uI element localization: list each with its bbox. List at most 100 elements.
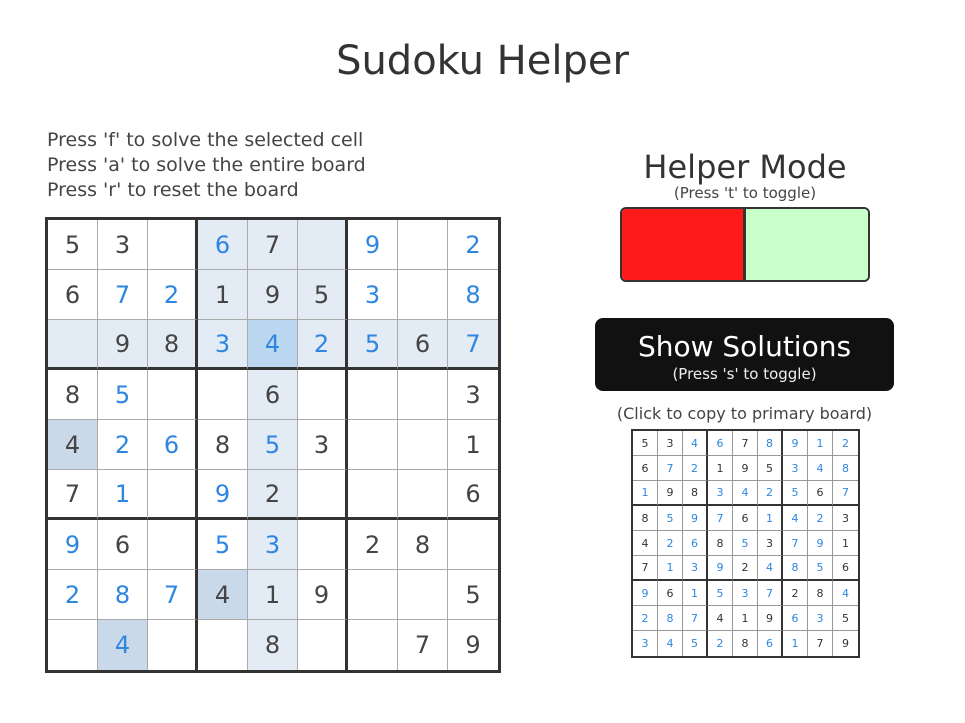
board-cell[interactable]: 5 [448,570,498,620]
board-cell[interactable] [348,370,398,420]
solution-cell[interactable]: 4 [833,581,858,606]
board-cell[interactable] [348,420,398,470]
solution-cell[interactable]: 9 [758,606,783,631]
solution-cell[interactable]: 6 [683,531,708,556]
board-cell[interactable]: 3 [198,320,248,370]
board-cell[interactable]: 2 [298,320,348,370]
solution-cell[interactable]: 3 [633,631,658,656]
solution-cell[interactable]: 9 [733,456,758,481]
board-cell[interactable]: 1 [448,420,498,470]
helper-mode-off-segment[interactable] [622,209,746,280]
board-cell[interactable]: 7 [148,570,198,620]
solution-cell[interactable]: 9 [842,637,849,650]
solution-cell[interactable]: 8 [708,531,733,556]
board-cell[interactable] [348,570,398,620]
solution-cell[interactable]: 1 [683,581,708,606]
board-cell[interactable]: 8 [198,420,248,470]
show-solutions-button[interactable]: Show Solutions (Press 's' to toggle) [595,318,894,391]
board-cell[interactable]: 6 [248,370,298,420]
solution-cell[interactable]: 7 [808,631,833,656]
solution-cell[interactable]: 9 [783,431,808,456]
board-cell[interactable]: 7 [448,320,498,370]
solution-cell[interactable]: 4 [733,481,758,506]
solution-cell[interactable]: 6 [708,431,733,456]
solution-cell[interactable]: 9 [708,556,733,581]
solution-cell[interactable]: 4 [758,556,783,581]
solution-cell[interactable]: 7 [633,556,658,581]
board-cell[interactable]: 8 [148,320,198,370]
board-cell[interactable] [48,620,98,670]
board-cell[interactable]: 6 [98,520,148,570]
board-cell[interactable] [398,370,448,420]
board-cell[interactable]: 7 [248,220,298,270]
solution-cell[interactable]: 6 [808,481,833,506]
board-cell[interactable]: 5 [48,220,98,270]
board-cell[interactable]: 8 [398,520,448,570]
board-cell[interactable] [298,520,348,570]
board-cell[interactable]: 7 [398,620,448,670]
board-cell[interactable]: 4 [48,420,98,470]
solution-cell[interactable]: 9 [658,481,683,506]
board-cell[interactable] [398,270,448,320]
board-cell[interactable] [148,370,198,420]
solution-cell[interactable]: 7 [733,431,758,456]
board-cell[interactable]: 4 [98,620,148,670]
solution-cell[interactable]: 7 [833,481,858,506]
board-cell[interactable]: 8 [98,570,148,620]
solution-cell[interactable]: 7 [758,581,783,606]
board-cell[interactable] [298,620,348,670]
board-cell[interactable]: 2 [148,270,198,320]
board-cell[interactable] [298,370,348,420]
board-cell[interactable] [448,520,498,570]
solution-cell[interactable]: 6 [783,606,808,631]
board-cell[interactable] [348,470,398,520]
board-cell[interactable]: 5 [348,320,398,370]
board-cell[interactable] [348,620,398,670]
board-cell[interactable]: 5 [98,370,148,420]
board-cell[interactable]: 3 [348,270,398,320]
solution-cell[interactable]: 8 [758,431,783,456]
board-cell[interactable]: 9 [98,320,148,370]
board-cell[interactable]: 4 [248,320,298,370]
board-cell[interactable]: 2 [248,470,298,520]
solution-cell[interactable]: 8 [733,631,758,656]
board-cell[interactable]: 5 [248,420,298,470]
solution-cell[interactable]: 2 [733,556,758,581]
board-cell[interactable]: 8 [48,370,98,420]
solution-cell[interactable]: 7 [683,606,708,631]
helper-mode-toggle[interactable] [620,207,870,282]
board-cell[interactable] [148,220,198,270]
solution-cell[interactable]: 8 [808,581,833,606]
solution-cell[interactable]: 2 [808,506,833,531]
solution-cell[interactable]: 6 [733,506,758,531]
solution-cell[interactable]: 6 [633,456,658,481]
solution-cell[interactable]: 8 [833,456,858,481]
solution-cell[interactable]: 8 [783,556,808,581]
solution-cell[interactable]: 5 [633,431,658,456]
board-cell[interactable]: 9 [48,520,98,570]
solution-cell[interactable]: 2 [633,606,658,631]
solution-cell[interactable]: 1 [733,606,758,631]
solution-cell[interactable]: 9 [808,531,833,556]
board-cell[interactable]: 6 [448,470,498,520]
solution-cell[interactable]: 3 [708,481,733,506]
board-cell[interactable] [148,520,198,570]
solution-cell[interactable]: 7 [783,531,808,556]
solution-cell[interactable]: 3 [658,431,683,456]
board-cell[interactable]: 2 [448,220,498,270]
solution-cell[interactable]: 8 [633,506,658,531]
solution-cell[interactable]: 1 [633,481,658,506]
solution-cell[interactable]: 4 [808,456,833,481]
board-cell[interactable]: 9 [298,570,348,620]
board-cell[interactable]: 2 [348,520,398,570]
solution-cell[interactable]: 6 [833,556,858,581]
board-cell[interactable] [298,470,348,520]
board-cell[interactable]: 3 [98,220,148,270]
solution-cell[interactable]: 8 [658,606,683,631]
board-cell[interactable]: 1 [98,470,148,520]
board-cell[interactable]: 3 [448,370,498,420]
board-cell[interactable]: 2 [98,420,148,470]
solution-cell[interactable]: 5 [658,506,683,531]
board-cell[interactable]: 9 [248,270,298,320]
